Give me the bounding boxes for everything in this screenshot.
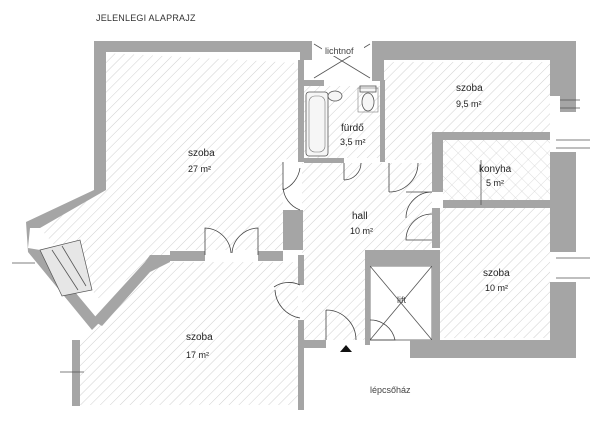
window-right-1 [560, 99, 580, 109]
wall-kitchen-left [432, 132, 443, 192]
wall-bottom-left-vertical [72, 340, 80, 406]
door-double-center [204, 227, 259, 255]
room-label-szoba-27: szoba [188, 148, 215, 159]
wall-kitchen-top [432, 132, 550, 140]
room-label-furdo: fürdő [341, 123, 364, 134]
wall-bath-right [380, 80, 385, 162]
room-area-hall: 10 m² [350, 226, 373, 236]
lift-cross-b [369, 265, 433, 341]
bay-window-mullion [51, 249, 79, 291]
room-label-hall: hall [352, 211, 368, 222]
room-floor-konyha [443, 140, 550, 202]
wall-right-mid [550, 152, 576, 252]
wall-center-vertical-low [298, 255, 304, 285]
wall-bath-bottom [304, 158, 344, 163]
wall-top-right [380, 41, 576, 112]
wall-inner-diagonal [92, 255, 170, 326]
bay-window-mullion-2 [61, 245, 87, 287]
window-right-2 [556, 139, 590, 149]
door-bath [343, 162, 362, 181]
plan-title: JELENLEGI ALAPRAJZ [96, 13, 196, 23]
wall-right-upper [550, 56, 560, 96]
toilet-tank-icon [359, 85, 377, 93]
door-lift [369, 319, 396, 341]
wall-right-bottom [410, 340, 576, 358]
wall-inner-horizontal-2 [258, 251, 283, 261]
room-area-szoba-17: 17 m² [186, 350, 209, 360]
door-room-9-5 [388, 162, 419, 193]
wall-lift-left [365, 250, 370, 345]
room-label-szoba-9-5: szoba [456, 83, 483, 94]
lift-label: lift [397, 295, 406, 305]
room-floor-szoba-27 [40, 53, 298, 300]
wall-bath-left [298, 80, 304, 162]
door-bottom-room [273, 282, 301, 319]
room-label-szoba-10: szoba [483, 268, 510, 279]
sink-icon [327, 90, 343, 102]
door-right-room [405, 213, 433, 241]
bay-window-upper [39, 239, 93, 297]
room-label-szoba-17: szoba [186, 332, 213, 343]
wall-center-vertical-mid [283, 210, 303, 250]
wall-lift-right [432, 250, 440, 340]
lichthof-label: lichtnof [325, 46, 354, 56]
room-area-szoba-27: 27 m² [188, 164, 211, 174]
room-label-konyha: konyha [479, 164, 512, 175]
wall-kitchen-bottom [443, 200, 550, 208]
wall-hall-bottom [304, 340, 326, 348]
door-kitchen [405, 191, 433, 219]
lichthof-label-bg [322, 44, 364, 56]
bath-vent [357, 87, 379, 113]
wall-bath-top [304, 80, 324, 86]
wall-lichthof-right [372, 41, 380, 81]
wall-center-vertical-bot [298, 320, 304, 410]
room-area-konyha: 5 m² [486, 178, 504, 188]
window-right-3 [556, 257, 590, 279]
entrance-arrow-icon [340, 345, 352, 352]
wall-inner-horizontal [170, 251, 205, 261]
wall-lift-top [368, 250, 440, 266]
bathtub [305, 91, 329, 157]
stairwell-label: lépcsőház [370, 385, 411, 395]
door-entrance [325, 309, 357, 341]
room-floor-szoba-17 [80, 262, 298, 405]
room-area-furdo: 3,5 m² [340, 137, 366, 147]
room-area-szoba-9-5: 9,5 m² [456, 99, 482, 109]
room-floor-szoba-10 [440, 208, 550, 338]
door-big-room [282, 162, 301, 211]
room-area-szoba-10: 10 m² [485, 283, 508, 293]
wall-right-room-left [432, 208, 440, 248]
bathtub-inner [308, 95, 326, 153]
wall-left-diagonal [26, 190, 106, 330]
toilet-icon [361, 92, 375, 112]
